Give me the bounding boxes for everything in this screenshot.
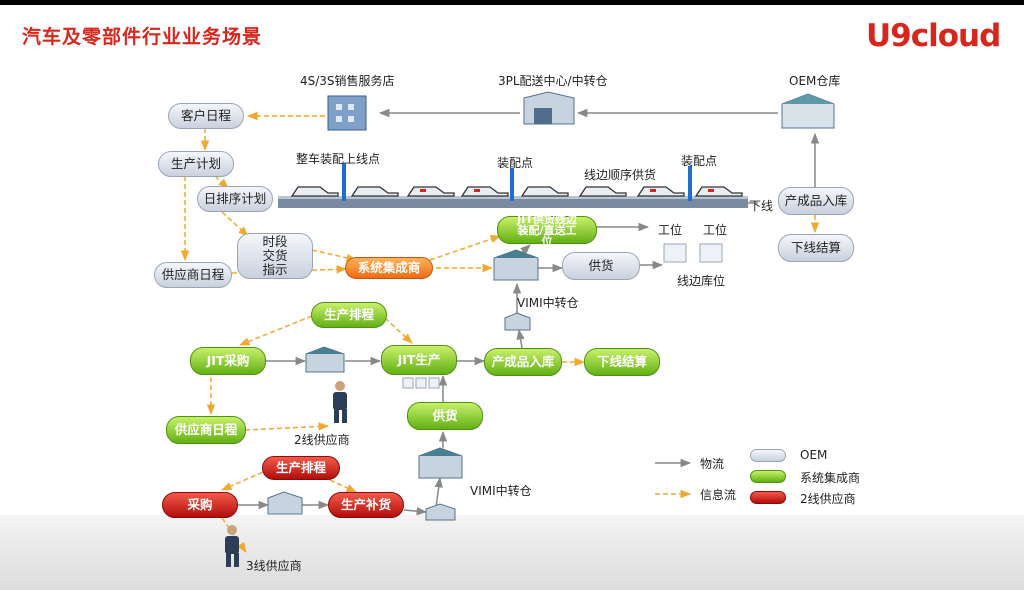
oem-product-in-node[interactable]: 产成品入库 xyxy=(778,187,854,215)
oem-supplier-schedule-node[interactable]: 供应商日程 xyxy=(154,262,232,288)
tpl-warehouse-icon xyxy=(523,91,575,125)
oem-warehouse-icon xyxy=(781,93,835,129)
legend-oem-label: OEM xyxy=(800,448,828,462)
parts-boxes-icon xyxy=(402,243,723,389)
assy-point-label-2: 装配点 xyxy=(681,154,718,168)
online-point-label: 整车装配上线点 xyxy=(296,152,381,166)
car-accents xyxy=(420,189,714,192)
info-buy-to-tier3 xyxy=(221,517,247,553)
assy-point-marker-2 xyxy=(688,166,692,201)
integrator-supplier-schedule-node[interactable]: 供应商日程 xyxy=(166,416,246,444)
info-sequence-to-timeslot xyxy=(221,211,249,237)
tier2-production-schedule-node[interactable]: 生产排程 xyxy=(262,456,340,480)
integrator-warehouse-icon xyxy=(493,249,539,281)
vmi-transfer-label-1: VIMI中转仓 xyxy=(517,296,579,310)
assy-point-label-1: 装配点 xyxy=(497,156,534,170)
dealer-label: 4S/3S销售服务店 xyxy=(300,74,395,88)
offline-label: 下线 xyxy=(749,199,774,213)
assembly-line-track xyxy=(278,198,748,208)
logistics-small-wh-up xyxy=(434,476,443,508)
small-warehouse-icon xyxy=(425,503,456,521)
production-schedule-node[interactable]: 生产排程 xyxy=(311,302,387,328)
integrator-offline-settle-node[interactable]: 下线结算 xyxy=(584,348,660,376)
info-schedule-to-jitbuy xyxy=(239,315,313,346)
integrator-product-in-node[interactable]: 产成品入库 xyxy=(484,348,562,376)
line-side-storage-label: 线边库位 xyxy=(677,274,726,288)
top-bar xyxy=(0,0,1024,5)
tpl-label: 3PL配送中心/中转仓 xyxy=(498,74,608,88)
legend-logistics-label: 物流 xyxy=(700,457,725,471)
car-row xyxy=(290,186,743,197)
sequence-supply-label: 线边顺序供货 xyxy=(584,168,657,182)
customer-schedule-node[interactable]: 客户日程 xyxy=(168,103,244,129)
jit-purchase-node[interactable]: JIT采购 xyxy=(190,347,266,375)
vmi-warehouse-icon-2 xyxy=(418,447,463,479)
page-title: 汽车及零部件行业业务场景 xyxy=(22,26,263,48)
daily-sequence-node[interactable]: 日排序计划 xyxy=(197,186,273,212)
tier2-supplier-label: 2线供应商 xyxy=(294,433,350,447)
dealer-building-icon xyxy=(327,95,367,131)
assy-point-marker-1 xyxy=(510,168,514,201)
vmi-transfer-label-2: VIMI中转仓 xyxy=(470,484,532,498)
info-plan-to-sequence xyxy=(214,175,229,189)
legend-info-label: 信息流 xyxy=(700,488,737,502)
jit-line-supply-node[interactable]: JIT供货线边 装配/直送工 位 xyxy=(497,214,597,247)
time-slot-node[interactable]: 时段 交货 指示 xyxy=(237,233,313,279)
online-point-marker xyxy=(342,163,346,201)
oem-warehouse-label: OEM仓库 xyxy=(789,74,841,88)
logistics-product-in-to-vmi xyxy=(516,328,525,349)
tier3-person-icon xyxy=(225,525,239,567)
purchase-node[interactable]: 采购 xyxy=(162,492,238,518)
u9cloud-logo: U9cloud xyxy=(866,18,1001,54)
station-label-1: 工位 xyxy=(658,223,683,237)
vmi-warehouse-icon-1 xyxy=(504,312,531,331)
production-replenish-node[interactable]: 生产补货 xyxy=(328,492,404,518)
supply-top-node[interactable]: 供货 xyxy=(562,252,640,280)
legend-tier2-label: 2线供应商 xyxy=(800,492,856,506)
tier3-supplier-label: 3线供应商 xyxy=(246,559,302,573)
logistics-replenish-to-wh xyxy=(403,506,428,516)
station-label-2: 工位 xyxy=(703,223,728,237)
supply-mid-node[interactable]: 供货 xyxy=(407,402,483,430)
legend-tier2-swatch xyxy=(750,491,786,504)
production-plan-node[interactable]: 生产计划 xyxy=(158,151,234,177)
info-schedule2-to-replenish xyxy=(329,479,357,493)
oem-offline-settle-node[interactable]: 下线结算 xyxy=(778,234,854,262)
jit-production-node[interactable]: JIT生产 xyxy=(381,345,457,375)
system-integrator-node[interactable]: 系统集成商 xyxy=(345,257,433,279)
jit-warehouse-icon xyxy=(305,346,345,373)
legend-oem-swatch xyxy=(750,449,786,462)
floor-gradient xyxy=(0,515,1024,590)
tier2-person-icon xyxy=(333,381,347,423)
legend-integrator-swatch xyxy=(750,470,786,483)
info-schedule-to-jitprod xyxy=(384,317,413,344)
info-supplier-to-tier2 xyxy=(244,422,330,431)
info-integrator-to-jit xyxy=(429,235,501,261)
legend-integrator-label: 系统集成商 xyxy=(800,471,861,485)
tier2-warehouse-icon xyxy=(267,491,303,515)
